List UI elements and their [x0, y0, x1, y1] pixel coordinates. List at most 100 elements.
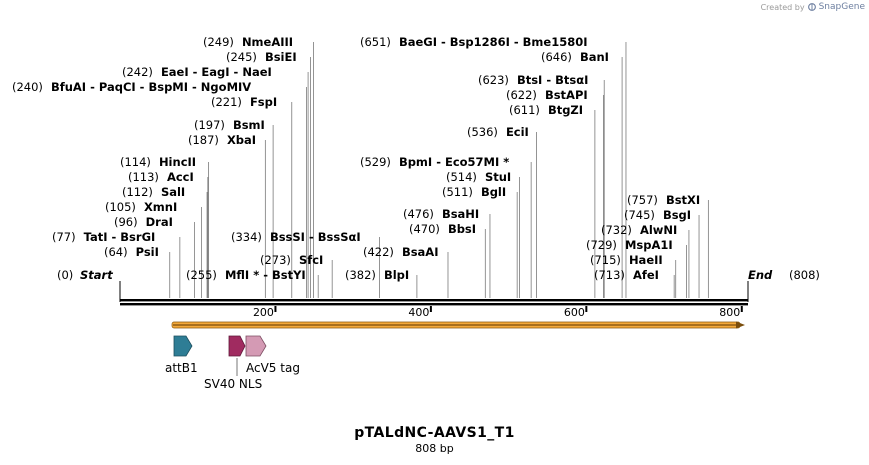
enzyme-label[interactable]: (197)BsmI — [194, 118, 265, 132]
enzyme-pos: (249) — [203, 35, 234, 49]
enzyme-pos: (470) — [409, 222, 440, 236]
snapgene-logo-icon — [807, 3, 816, 11]
enzyme-names: BanI — [580, 50, 609, 64]
enzyme-names: StuI — [485, 170, 511, 184]
enzyme-label[interactable]: (713)AfeI — [594, 268, 659, 282]
credit-prefix: Created by — [760, 2, 805, 12]
enzyme-label[interactable]: (255)MflI * - BstYI — [186, 268, 306, 282]
enzyme-pos: (529) — [360, 155, 391, 169]
enzyme-label[interactable]: (112)SalI — [122, 185, 185, 199]
plasmid-length: 808 bp — [415, 442, 454, 455]
enzyme-label[interactable]: (470) BbsI — [409, 222, 476, 236]
enzyme-label[interactable]: (422) BsaAI — [363, 245, 439, 259]
enzyme-pos: (514) — [446, 170, 477, 184]
enzyme-pos: (622) — [506, 88, 537, 102]
enzyme-label[interactable]: (114) HincII — [120, 155, 196, 169]
enzyme-label[interactable]: (732) AlwNI — [601, 223, 677, 237]
enzyme-label[interactable]: (242) EaeI - EagI - NaeI — [122, 65, 272, 79]
enzyme-pos: (113) — [128, 170, 159, 184]
enzyme-pos: (105) — [105, 200, 136, 214]
enzyme-label[interactable]: (536)EciI — [467, 125, 529, 139]
enzyme-pos: (732) — [601, 223, 632, 237]
enzyme-label[interactable]: (715)HaeII — [590, 253, 663, 267]
enzyme-names: AlwNI — [640, 223, 677, 237]
enzyme-names: EaeI - EagI - NaeI — [161, 65, 272, 79]
enzyme-pos: (757) — [627, 193, 658, 207]
enzyme-label[interactable]: (529)BpmI - Eco57MI * — [360, 155, 509, 169]
enzyme-pos: (715) — [590, 253, 621, 267]
enzyme-pos: (114) — [120, 155, 151, 169]
enzyme-pos: (729) — [586, 238, 617, 252]
ruler-tick-label: 200 — [253, 306, 274, 319]
enzyme-label[interactable]: (622) BstAPI — [506, 88, 588, 102]
feature-label: SV40 NLS — [204, 377, 262, 391]
ruler-tick-label: 800 — [719, 306, 740, 319]
enzyme-pos: (96) — [114, 215, 138, 229]
enzyme-label[interactable]: (273)SfcI — [260, 253, 323, 267]
enzyme-names: BsgI — [663, 208, 691, 222]
enzyme-label[interactable]: (511)BglI — [442, 185, 506, 199]
enzyme-pos: (623) — [478, 73, 509, 87]
enzyme-names: BstXI — [666, 193, 700, 207]
enzyme-label[interactable]: (245)BsiEI — [226, 50, 297, 64]
enzyme-label[interactable]: (729) MspA1I — [586, 238, 673, 252]
enzyme-names: EciI — [506, 125, 529, 139]
enzyme-pos: (334) — [231, 230, 262, 244]
enzyme-label[interactable]: (334) BssSI - BssSαI — [231, 230, 361, 244]
feature-label: AcV5 tag — [246, 361, 300, 375]
enzyme-label[interactable]: (476)BsaHI — [403, 207, 479, 221]
enzyme-label[interactable]: (249)NmeAIII — [203, 35, 293, 49]
enzyme-label[interactable]: (96)DraI — [114, 215, 173, 229]
enzyme-label[interactable]: (623)BtsI - BtsαI — [478, 73, 588, 87]
enzyme-names: PsiI — [136, 245, 159, 259]
ruler-tick-label: 400 — [408, 306, 429, 319]
end-pos-label: (808) — [789, 268, 820, 282]
enzyme-names: MspA1I — [625, 238, 673, 252]
enzyme-names: BssSI - BssSαI — [270, 230, 361, 244]
enzyme-pos: (197) — [194, 118, 225, 132]
enzyme-label[interactable]: (113) AccI — [128, 170, 194, 184]
enzyme-label[interactable]: (646) BanI — [541, 50, 609, 64]
enzyme-names: BstAPI — [545, 88, 588, 102]
start-pos-label: (0) — [57, 268, 73, 282]
feature-attb1[interactable]: attB1 — [165, 335, 198, 375]
enzyme-pos: (245) — [226, 50, 257, 64]
feature-acv5-tag[interactable]: AcV5 tag — [245, 335, 300, 375]
enzyme-label[interactable]: (651) BaeGI - Bsp1286I - Bme1580I — [360, 35, 588, 49]
enzyme-names: BsaAI — [402, 245, 439, 259]
enzyme-pos: (240) — [12, 80, 43, 94]
enzyme-names: BbsI — [448, 222, 476, 236]
enzyme-names: AccI — [167, 170, 194, 184]
enzyme-label[interactable]: (514) StuI — [446, 170, 511, 184]
enzyme-names: HincII — [159, 155, 196, 169]
enzyme-label[interactable]: (240)BfuAI - PaqCI - BspMI - NgoMIV — [12, 80, 251, 94]
enzyme-pos: (651) — [360, 35, 391, 49]
feature-sv40-nls[interactable]: SV40 NLS — [204, 335, 262, 391]
enzyme-label[interactable]: (77)TatI - BsrGI — [52, 230, 155, 244]
enzyme-names: BsaHI — [442, 207, 479, 221]
feature-label: attB1 — [165, 361, 198, 375]
enzyme-pos: (77) — [52, 230, 76, 244]
enzyme-label[interactable]: (105)XmnI — [105, 200, 177, 214]
enzyme-pos: (273) — [260, 253, 291, 267]
enzyme-pos: (646) — [541, 50, 572, 64]
orf-arrow[interactable] — [171, 321, 745, 329]
enzyme-pos: (611) — [509, 103, 540, 117]
sequence-backbone — [119, 281, 749, 306]
enzyme-pos: (713) — [594, 268, 625, 282]
enzyme-label[interactable]: (64)PsiI — [104, 245, 159, 259]
enzyme-label[interactable]: (757) BstXI — [627, 193, 700, 207]
enzyme-label[interactable]: (187)XbaI — [188, 133, 256, 147]
enzyme-names: BaeGI - Bsp1286I - Bme1580I — [399, 35, 588, 49]
enzyme-label[interactable]: (611)BtgZI — [509, 103, 583, 117]
enzyme-pos: (242) — [122, 65, 153, 79]
start-label: Start — [80, 268, 113, 282]
enzyme-names: BlpI — [384, 268, 409, 282]
enzyme-pos: (422) — [363, 245, 394, 259]
enzyme-label[interactable]: (382)BlpI — [345, 268, 409, 282]
end-label: End — [748, 268, 773, 282]
enzyme-label[interactable]: (745)BsgI — [624, 208, 691, 222]
enzyme-names: XbaI — [227, 133, 256, 147]
enzyme-label[interactable]: (221)FspI — [211, 95, 277, 109]
